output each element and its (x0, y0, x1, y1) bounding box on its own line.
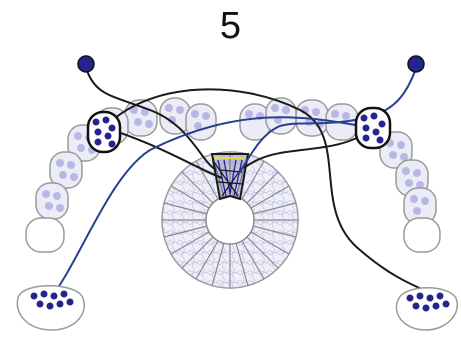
radial-disc-icon (161, 151, 299, 289)
axon-paths (51, 67, 435, 297)
cell-cluster-icon (35, 182, 69, 220)
neuron-cell-body-icon (407, 55, 425, 73)
glomerulus-icon (354, 106, 392, 150)
glomerulus-icon (86, 110, 122, 154)
bottom-left-cluster (16, 285, 85, 331)
neuron-cell-body-icon (77, 55, 95, 73)
panel-label: 5 (219, 5, 242, 47)
bottom-right-cluster (395, 287, 458, 331)
cell-cluster-icon (403, 217, 441, 253)
top-center-clusters (159, 97, 297, 141)
cell-cluster-icon (49, 151, 83, 189)
cell-cluster-icon (395, 159, 429, 197)
cell-cluster-icon (25, 217, 65, 253)
cell-cluster-icon (124, 99, 158, 137)
cell-cluster-icon (403, 187, 437, 225)
